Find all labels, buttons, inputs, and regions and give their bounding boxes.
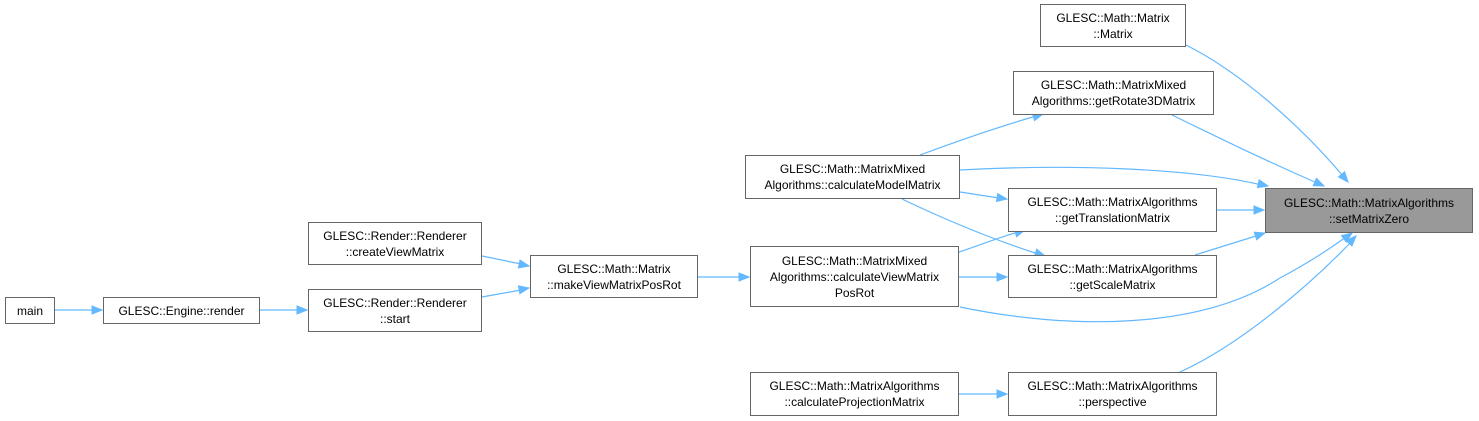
node-line: ::start bbox=[379, 311, 410, 326]
node-line: GLESC::Math::MatrixMixed bbox=[779, 162, 926, 176]
arrowhead-icon bbox=[1256, 179, 1270, 189]
node-calculate-projection-matrix[interactable]: GLESC::Math::MatrixAlgorithms ::calculat… bbox=[750, 372, 959, 416]
node-line: main bbox=[16, 303, 43, 318]
node-line: GLESC::Math::MatrixAlgorithms bbox=[769, 379, 940, 393]
node-main[interactable]: main bbox=[5, 297, 55, 324]
node-line: Algorithms::getRotate3DMatrix bbox=[1031, 94, 1196, 108]
node-line: GLESC::Math::MatrixMixed bbox=[1040, 78, 1187, 92]
node-line: GLESC::Engine::render bbox=[118, 303, 245, 318]
arrowhead-icon bbox=[1312, 177, 1326, 187]
edge-n2-to-n0 bbox=[1171, 114, 1318, 184]
node-line: ::createViewMatrix bbox=[345, 244, 445, 259]
node-line: GLESC::Math::Matrix bbox=[1056, 10, 1170, 25]
edge-n3-to-n2 bbox=[919, 115, 1037, 156]
edge-n13-to-n0 bbox=[1179, 240, 1353, 373]
arrowhead-icon bbox=[1345, 235, 1357, 247]
arrowhead-icon bbox=[296, 305, 309, 315]
node-line: ::setMatrixZero bbox=[1328, 211, 1409, 226]
node-get-translation-matrix[interactable]: GLESC::Math::MatrixAlgorithms ::getTrans… bbox=[1008, 188, 1217, 232]
node-line: ::makeViewMatrixPosRot bbox=[547, 277, 681, 292]
node-calculate-view-matrix-pos-rot[interactable]: GLESC::Math::MatrixMixed Algorithms::cal… bbox=[750, 246, 959, 307]
node-perspective[interactable]: GLESC::Math::MatrixAlgorithms ::perspect… bbox=[1008, 372, 1217, 416]
node-line: GLESC::Math::MatrixMixed bbox=[781, 253, 928, 268]
node-line: GLESC::Math::MatrixAlgorithms bbox=[1027, 261, 1198, 276]
node-line: GLESC::Render::Renderer bbox=[323, 295, 467, 310]
node-renderer-start[interactable]: GLESC::Render::Renderer ::start bbox=[308, 289, 482, 332]
node-line: Algorithms::calculateModelMatrix bbox=[764, 178, 941, 192]
node-line: GLESC::Math::MatrixAlgorithms bbox=[1283, 195, 1455, 210]
edge-n3-to-n0 bbox=[959, 166, 1263, 186]
node-calculate-model-matrix[interactable]: GLESC::Math::MatrixMixed Algorithms::cal… bbox=[745, 155, 960, 199]
node-make-view-matrix-pos-rot[interactable]: GLESC::Math::Matrix ::makeViewMatrixPosR… bbox=[530, 255, 698, 298]
node-line: GLESC::Math::MatrixAlgorithms bbox=[1027, 195, 1198, 209]
node-line: ::calculateProjectionMatrix bbox=[784, 395, 925, 409]
edge-n9-to-n7 bbox=[481, 289, 522, 298]
arrowhead-icon bbox=[91, 305, 104, 315]
arrowhead-icon bbox=[996, 272, 1009, 282]
edge-n5-to-n4 bbox=[958, 231, 1019, 253]
arrowhead-icon bbox=[1253, 205, 1266, 215]
node-line: Algorithms::calculateViewMatrix bbox=[769, 269, 940, 284]
node-get-scale-matrix[interactable]: GLESC::Math::MatrixAlgorithms ::getScale… bbox=[1008, 255, 1217, 298]
edge-n1-to-n0 bbox=[1185, 44, 1344, 177]
node-line: ::perspective bbox=[1078, 395, 1147, 409]
arrowhead-icon bbox=[996, 389, 1009, 399]
node-set-matrix-zero[interactable]: GLESC::Math::MatrixAlgorithms ::setMatri… bbox=[1265, 188, 1473, 233]
arrowhead-icon bbox=[517, 259, 531, 269]
arrowhead-icon bbox=[1253, 231, 1267, 241]
node-create-view-matrix[interactable]: GLESC::Render::Renderer ::createViewMatr… bbox=[308, 222, 482, 265]
arrowhead-icon bbox=[995, 192, 1009, 203]
edge-n6-to-n0 bbox=[1194, 235, 1257, 256]
node-matrix-constructor[interactable]: GLESC::Math::Matrix ::Matrix bbox=[1040, 4, 1186, 47]
arrowhead-icon bbox=[738, 272, 751, 282]
edge-n3-to-n4 bbox=[959, 191, 1000, 199]
node-line: ::getScaleMatrix bbox=[1069, 277, 1156, 292]
node-line: GLESC::Math::Matrix bbox=[557, 261, 671, 276]
node-line: GLESC::Render::Renderer bbox=[323, 228, 467, 243]
node-engine-render[interactable]: GLESC::Engine::render bbox=[103, 297, 260, 324]
node-get-rotate-3d-matrix[interactable]: GLESC::Math::MatrixMixed Algorithms::get… bbox=[1013, 71, 1214, 115]
arrowhead-icon bbox=[1340, 232, 1354, 243]
edge-n8-to-n7 bbox=[481, 255, 522, 265]
node-line: GLESC::Math::MatrixAlgorithms bbox=[1027, 379, 1198, 393]
edge-n5-to-n0 bbox=[959, 236, 1347, 323]
node-line: ::getTranslationMatrix bbox=[1055, 211, 1170, 225]
arrowhead-icon bbox=[517, 285, 531, 295]
node-line: ::Matrix bbox=[1093, 26, 1133, 41]
edge-n3-to-n6 bbox=[901, 198, 1039, 255]
node-line: PosRot bbox=[834, 285, 875, 300]
arrowhead-icon bbox=[1337, 170, 1349, 184]
